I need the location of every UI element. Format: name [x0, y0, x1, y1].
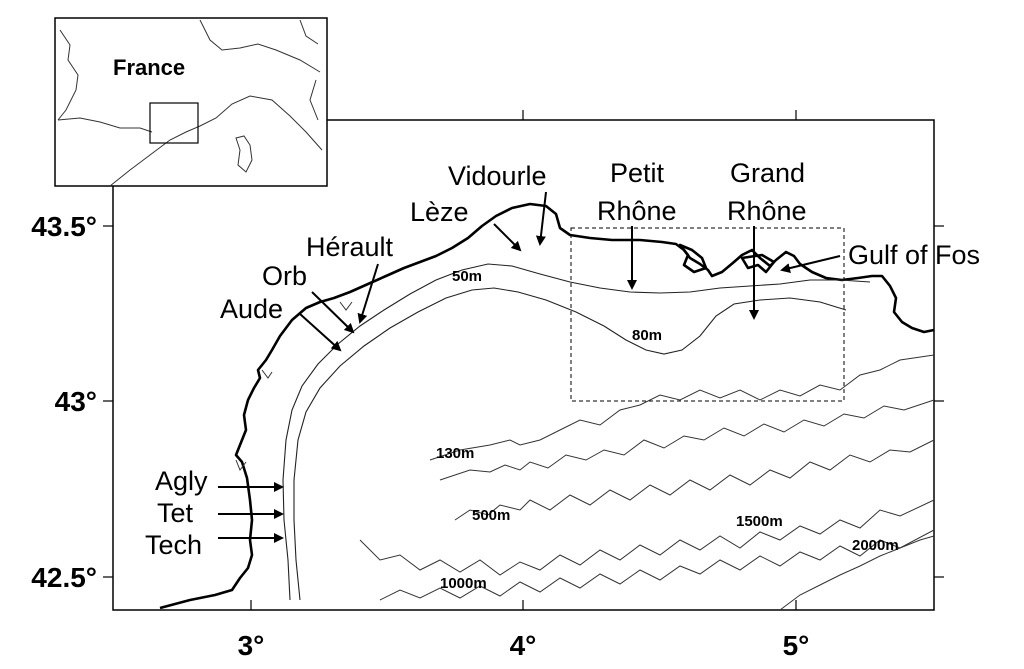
arrow-aude — [299, 313, 342, 352]
x-tick-label-5: 5° — [783, 630, 810, 661]
river-label-tech: Tech — [145, 530, 202, 560]
depth-label-50m: 50m — [452, 268, 482, 285]
depth-label-2000m: 2000m — [852, 537, 899, 554]
x-tick-label-4: 4° — [510, 630, 537, 661]
deep-isobaths — [359, 354, 935, 611]
river-arrows — [218, 191, 841, 543]
river-label-leze: Lèze — [410, 197, 469, 227]
map-frame — [112, 119, 935, 611]
inset-country-label: France — [113, 55, 185, 80]
depth-label-80m: 80m — [632, 327, 662, 344]
river-label-petit-rhone: Rhône — [597, 196, 677, 226]
river-label-tet: Tet — [157, 498, 194, 528]
x-axis-ticks — [250, 110, 797, 610]
lagoon-detail — [235, 301, 353, 472]
isobath-80m — [293, 287, 847, 601]
depth-label-500m: 500m — [472, 507, 510, 524]
arrow-orb — [311, 291, 355, 334]
y-axis-ticks — [103, 225, 944, 578]
y-tick-label-43: 43° — [55, 386, 97, 417]
coastline — [159, 202, 935, 610]
rhone-delta-detail — [678, 243, 708, 274]
inset-map: France — [54, 17, 328, 187]
depth-label-130m: 130m — [436, 445, 474, 462]
inset-study-box — [149, 102, 199, 144]
isobath-50m — [282, 263, 871, 601]
study-area-box — [570, 227, 845, 402]
y-tick-label-42-5: 42.5° — [31, 562, 97, 593]
arrow-vidourle — [535, 191, 547, 246]
river-label-gulf-of-fos: Gulf of Fos — [848, 240, 980, 270]
river-label-agly: Agly — [155, 466, 208, 496]
arrow-herault — [357, 263, 379, 324]
river-label-petit: Petit — [610, 158, 665, 188]
river-label-grand-rhone: Rhône — [727, 196, 807, 226]
arrow-gulf-of-fos — [780, 255, 841, 273]
fos-detail — [740, 253, 776, 274]
arrow-leze — [493, 223, 522, 252]
river-label-orb: Orb — [262, 261, 307, 291]
x-tick-label-3: 3° — [238, 630, 265, 661]
depth-label-1500m: 1500m — [736, 513, 783, 530]
river-label-herault: Hérault — [306, 232, 394, 262]
river-label-vidourle: Vidourle — [448, 161, 547, 191]
y-tick-label-43-5: 43.5° — [31, 211, 97, 242]
river-label-grand: Grand — [730, 158, 805, 188]
depth-label-1000m: 1000m — [440, 575, 487, 592]
river-label-aude: Aude — [220, 294, 283, 324]
